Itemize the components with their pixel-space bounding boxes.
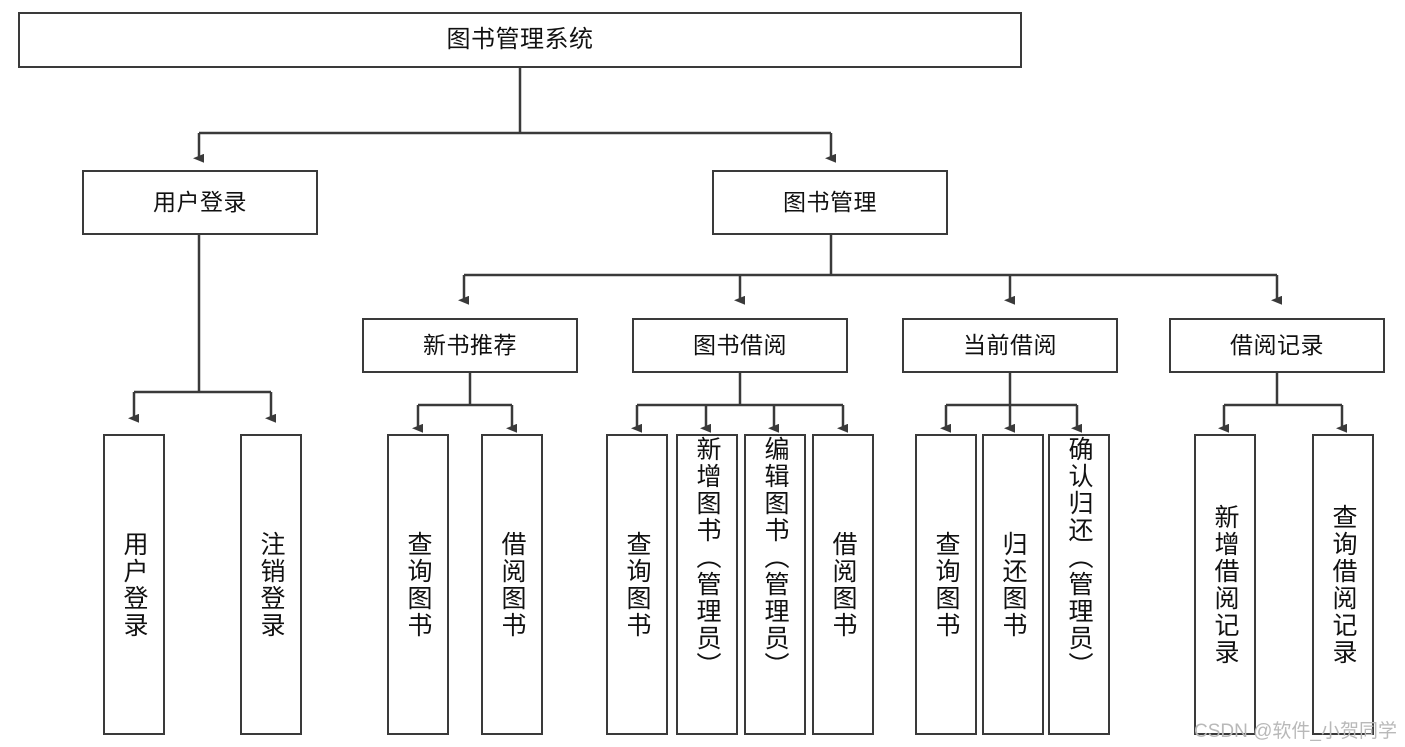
node-label: 新增图书（管理员） bbox=[693, 436, 721, 679]
node-label: 借阅图书 bbox=[829, 530, 857, 639]
node-label: 用户登录 bbox=[153, 188, 247, 215]
node-user-login[interactable]: 用户登录 bbox=[82, 170, 318, 235]
leaf-borrow-book[interactable]: 借阅图书 bbox=[812, 434, 874, 735]
node-label: 用户登录 bbox=[120, 530, 148, 639]
leaf-edit-book-admin[interactable]: 编辑图书（管理员） bbox=[744, 434, 806, 735]
leaf-borrow-book-recommend[interactable]: 借阅图书 bbox=[481, 434, 543, 735]
node-book-borrow[interactable]: 图书借阅 bbox=[632, 318, 848, 373]
node-label: 确认归还（管理员） bbox=[1065, 436, 1093, 679]
leaf-add-book-admin[interactable]: 新增图书（管理员） bbox=[676, 434, 738, 735]
node-label: 查询图书 bbox=[623, 530, 651, 639]
node-label: 编辑图书（管理员） bbox=[761, 436, 789, 679]
node-label: 注销登录 bbox=[257, 530, 285, 639]
node-label: 借阅图书 bbox=[498, 530, 526, 639]
node-label: 图书借阅 bbox=[693, 331, 787, 358]
node-book-management-system[interactable]: 图书管理系统 bbox=[18, 12, 1022, 68]
node-label: 当前借阅 bbox=[963, 331, 1057, 358]
leaf-query-book-current[interactable]: 查询图书 bbox=[915, 434, 977, 735]
watermark-text: CSDN @软件_小贺同学 bbox=[1194, 721, 1397, 742]
leaf-confirm-return-admin[interactable]: 确认归还（管理员） bbox=[1048, 434, 1110, 735]
node-label: 借阅记录 bbox=[1230, 331, 1324, 358]
leaf-query-book-recommend[interactable]: 查询图书 bbox=[387, 434, 449, 735]
node-label: 图书管理系统 bbox=[446, 25, 594, 53]
node-label: 新增借阅记录 bbox=[1211, 503, 1239, 666]
node-book-management[interactable]: 图书管理 bbox=[712, 170, 948, 235]
node-current-borrow[interactable]: 当前借阅 bbox=[902, 318, 1118, 373]
leaf-add-borrow-record[interactable]: 新增借阅记录 bbox=[1194, 434, 1256, 735]
node-label: 图书管理 bbox=[783, 188, 877, 215]
node-borrow-record[interactable]: 借阅记录 bbox=[1169, 318, 1385, 373]
node-label: 查询图书 bbox=[404, 530, 432, 639]
node-new-book-recommend[interactable]: 新书推荐 bbox=[362, 318, 578, 373]
leaf-user-login[interactable]: 用户登录 bbox=[103, 434, 165, 735]
leaf-query-borrow-record[interactable]: 查询借阅记录 bbox=[1312, 434, 1374, 735]
node-label: 查询图书 bbox=[932, 530, 960, 639]
node-label: 新书推荐 bbox=[423, 331, 517, 358]
node-label: 归还图书 bbox=[999, 530, 1027, 639]
node-label: 查询借阅记录 bbox=[1329, 503, 1357, 666]
leaf-return-book[interactable]: 归还图书 bbox=[982, 434, 1044, 735]
leaf-query-book-borrow[interactable]: 查询图书 bbox=[606, 434, 668, 735]
leaf-logout[interactable]: 注销登录 bbox=[240, 434, 302, 735]
